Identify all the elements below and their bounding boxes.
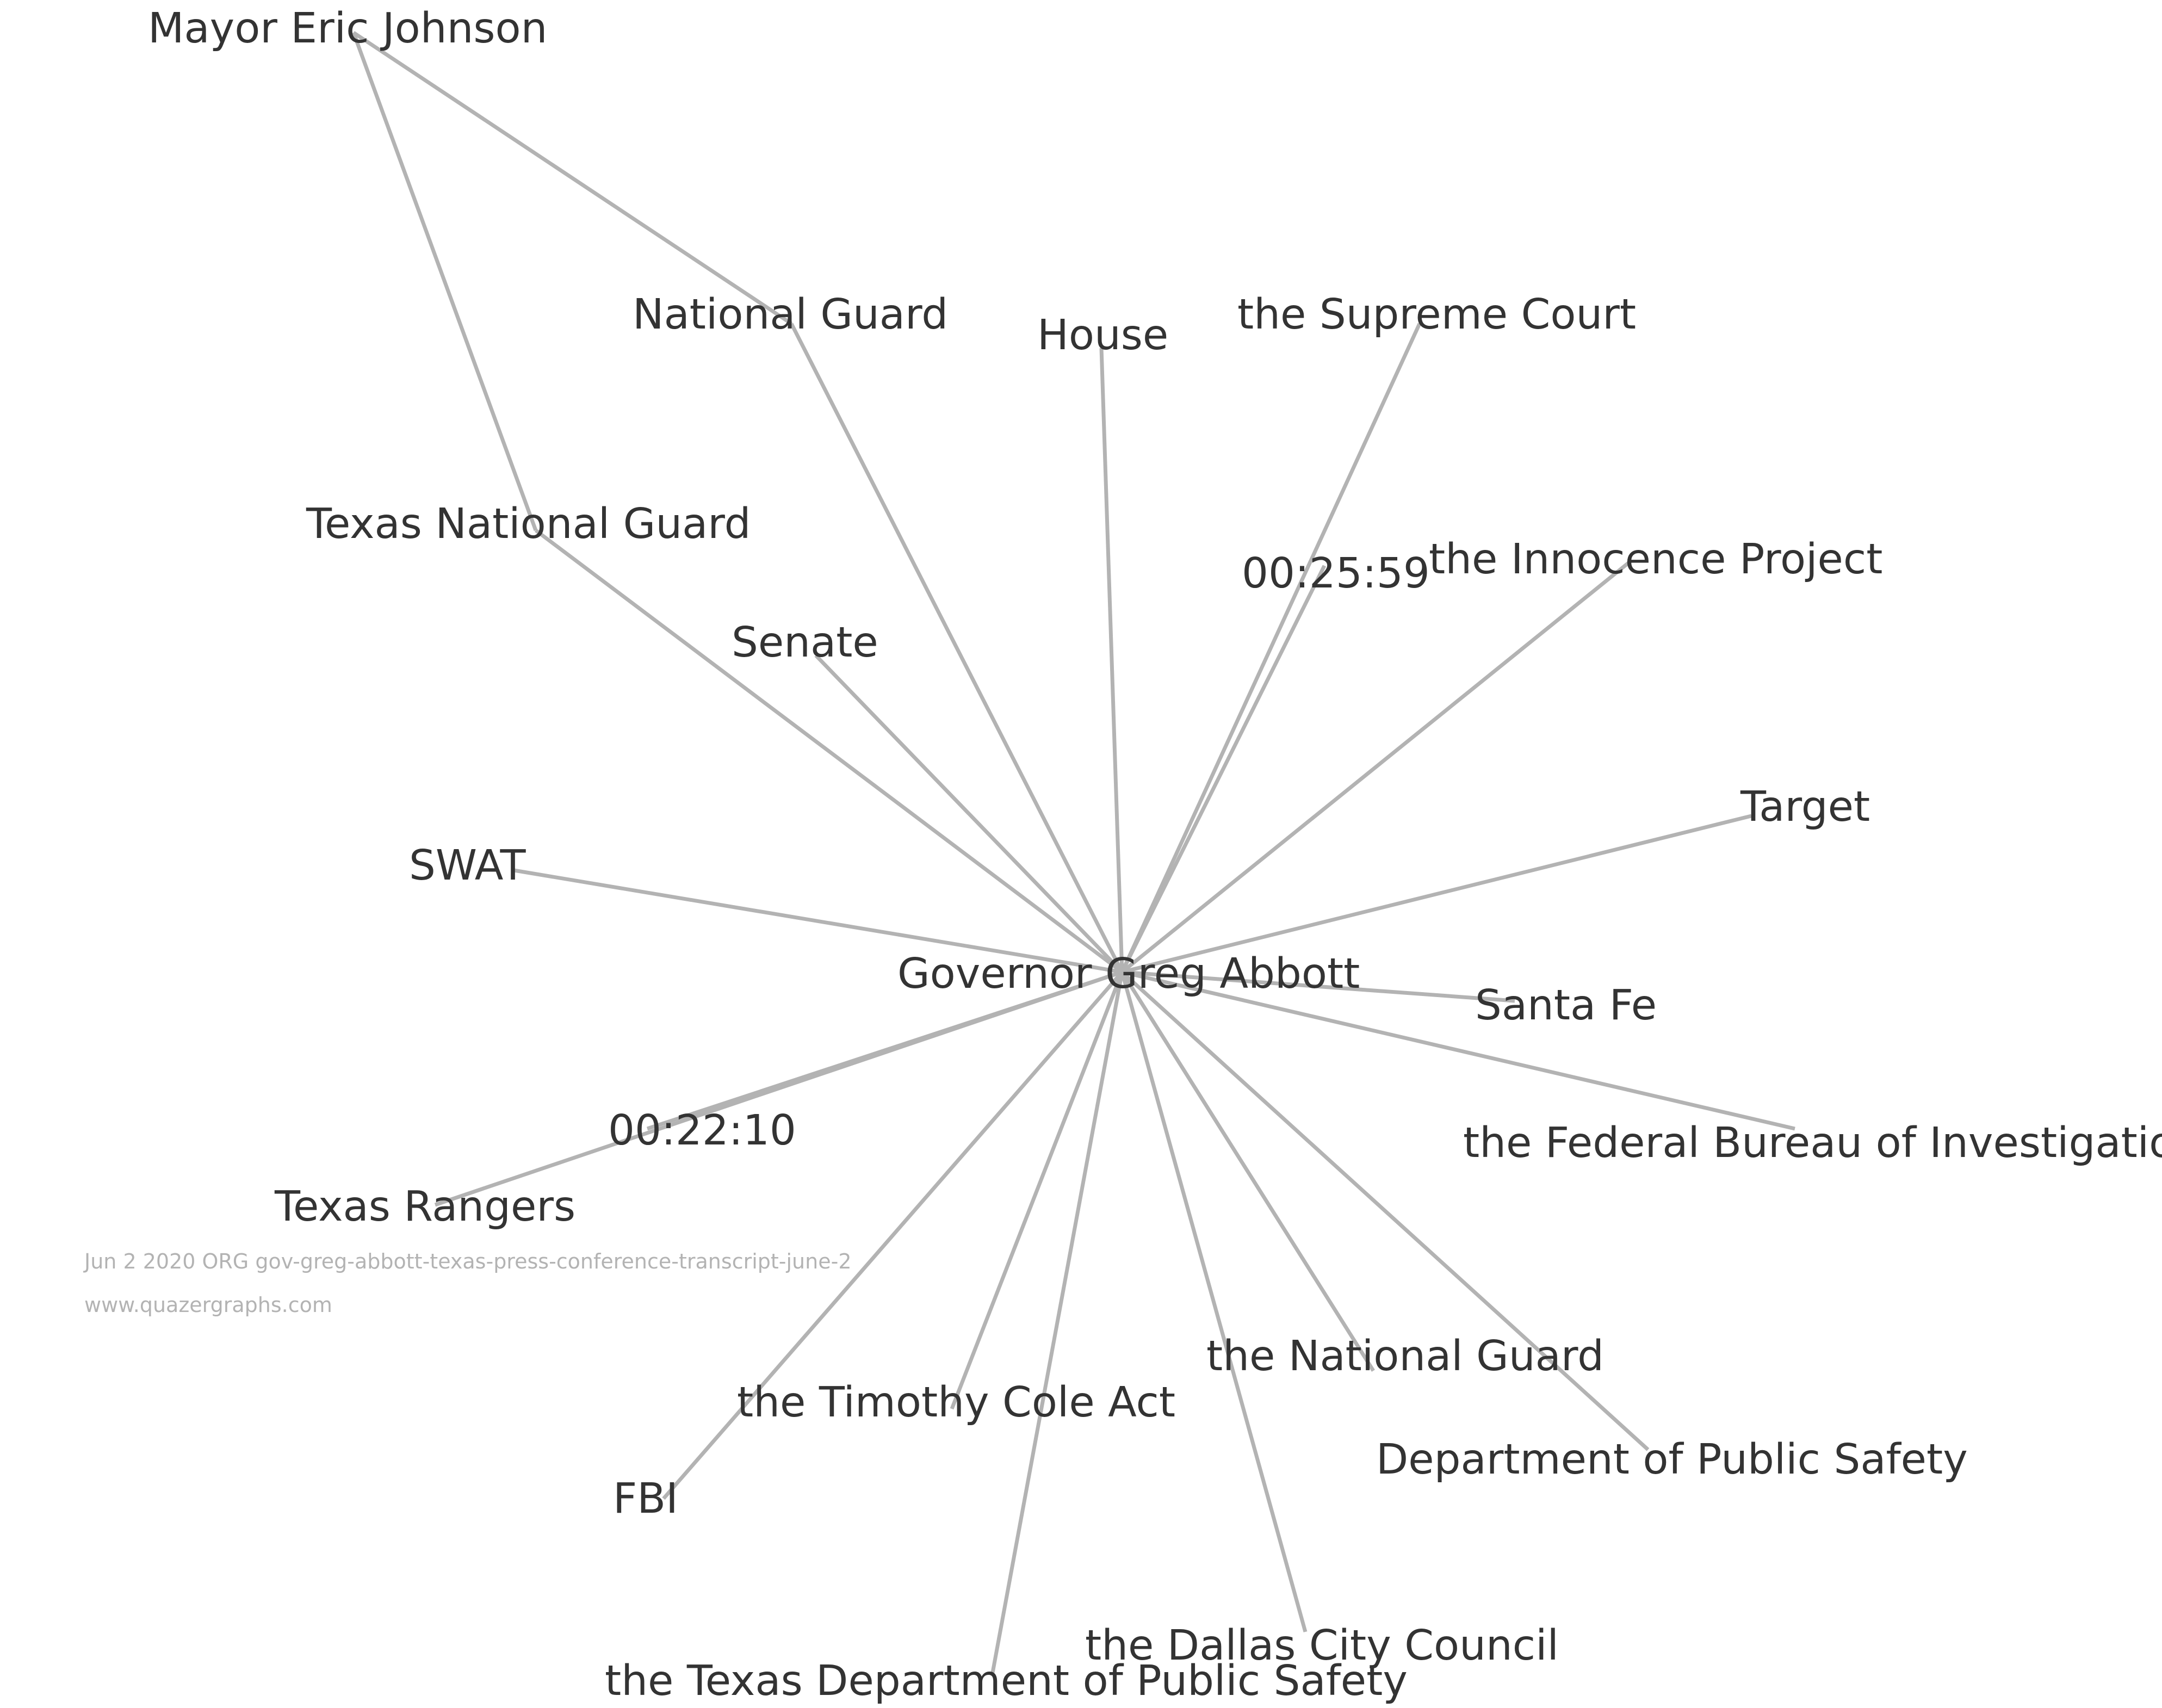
node-label-house: House [1037,311,1169,360]
node-label-supreme-court: the Supreme Court [1237,290,1637,339]
edge-abbott-innocence_project [1120,559,1633,974]
node-label-timothy-cole: the Timothy Cole Act [737,1378,1176,1427]
node-label-texas-rangers: Texas Rangers [275,1183,576,1231]
edge-abbott-target [1122,814,1752,974]
node-label-dps: Department of Public Safety [1376,1435,1968,1484]
node-label-swat: SWAT [409,841,526,890]
node-label-santa-fe: Santa Fe [1475,981,1657,1030]
node-label-senate: Senate [732,618,878,667]
edge-abbott-dps [1120,970,1650,1451]
edge-abbott-fbi_full [1122,970,1795,1131]
edge-eric_johnson-texas_national_guard [351,32,538,531]
node-label-time-2210: 00:22:10 [608,1106,796,1155]
edge-abbott-supreme_court [1120,323,1422,973]
edge-abbott-national_guard [789,323,1124,973]
node-label-target: Target [1740,783,1870,831]
node-label-texas-dps: the Texas Department of Public Safety [605,1657,1408,1705]
edge-abbott-santa_fe [1122,970,1515,1003]
node-label-abbott: Governor Greg Abbott [897,950,1360,998]
node-label-innocence-project: the Innocence Project [1429,535,1883,584]
edge-abbott-dallas_council [1120,971,1308,1632]
node-label-national-guard: National Guard [633,290,949,339]
edge-abbott-the_national_guard [1120,971,1375,1372]
edge-abbott-senate [814,654,1124,974]
node-label-the-national-guard: the National Guard [1206,1332,1605,1381]
edge-abbott-texas_dps [990,971,1124,1673]
node-label-time-2559: 00:25:59 [1242,549,1430,598]
node-label-fbi: FBI [613,1475,678,1523]
edge-abbott-house [1099,348,1124,973]
edge-abbott-time_2559 [1120,565,1327,973]
edge-abbott-texas_rangers [434,970,1123,1207]
caption-source: Jun 2 2020 ORG gov-greg-abbott-texas-pre… [84,1249,852,1273]
node-label-dallas-council: the Dallas City Council [1085,1622,1559,1670]
edge-abbott-fbi [662,970,1124,1500]
edge-abbott-texas_national_guard [534,529,1124,974]
node-label-fbi-full: the Federal Bureau of Investigation [1463,1119,2162,1167]
edge-eric_johnson-national_guard [352,31,792,325]
edge-abbott-timothy_cole [950,971,1124,1410]
node-label-texas-national-guard: Texas National Guard [306,500,751,548]
caption-website: www.quazergraphs.com [84,1293,332,1317]
edge-abbott-swat [513,868,1123,974]
node-label-eric-johnson: Mayor Eric Johnson [148,4,548,53]
